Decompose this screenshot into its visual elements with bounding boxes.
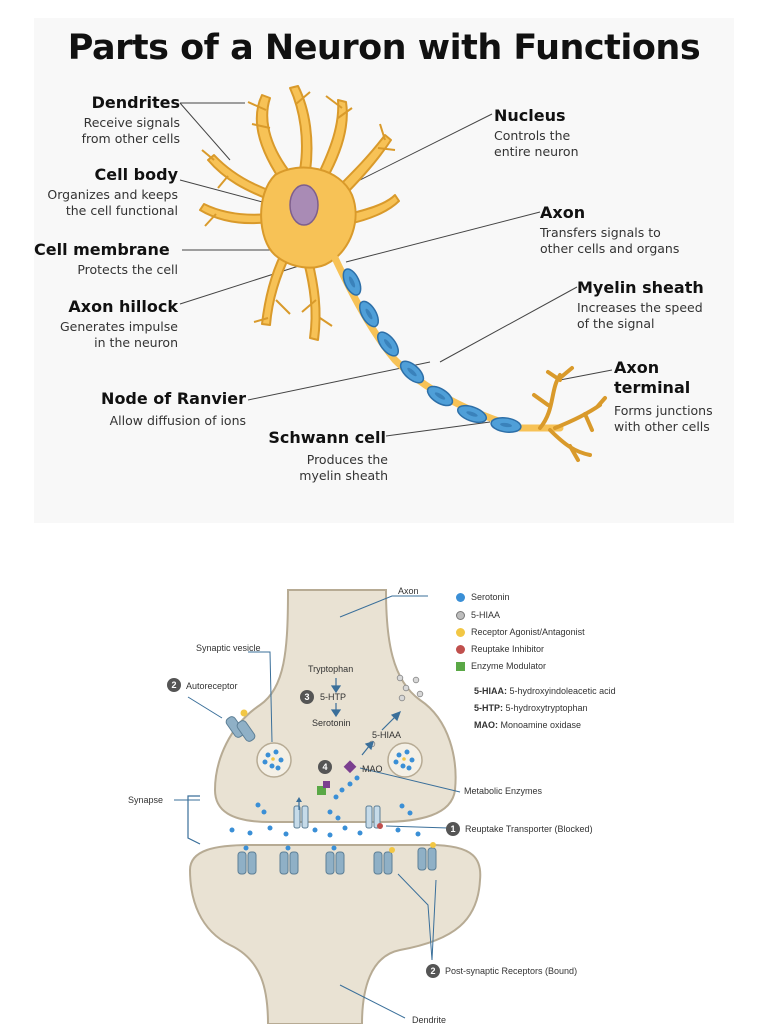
label-node-of-ranvier: Node of Ranvier	[101, 389, 246, 408]
desc-axon-hillock: Generates impulse in the neuron	[59, 319, 178, 350]
synapse-label-metabolic-enzymes: Metabolic Enzymes	[464, 786, 543, 796]
synapse-label-dendrite: Dendrite	[412, 1015, 447, 1025]
synapse-label-post-synaptic: Post-synaptic Receptors (Bound)	[445, 966, 578, 976]
synapse-label-5htp: 5-HTP	[320, 692, 347, 702]
label-axon-hillock: Axon hillock	[68, 297, 178, 316]
desc-axon-terminal: Forms junctions with other cells	[614, 403, 713, 434]
desc-schwann-cell: Produces the myelin sheath	[299, 452, 388, 483]
legend-swatch-serotonin	[456, 592, 465, 602]
abbr-5htp: 5-HTP: 5-hydroxytryptophan	[474, 703, 588, 713]
label-axon-terminal: Axon terminal	[614, 358, 691, 397]
nucleus	[289, 184, 319, 226]
legend-label-enzyme-modulator: Enzyme Modulator	[471, 661, 547, 671]
label-dendrites: Dendrites	[91, 93, 180, 112]
legend-swatch-5hiaa	[456, 610, 465, 620]
legend-serotonin: Serotonin	[456, 592, 510, 602]
synapse-label-tryptophan: Tryptophan	[308, 664, 354, 674]
synapse-label-serotonin: Serotonin	[312, 718, 351, 728]
legend-label-5hiaa: 5-HIAA	[471, 610, 501, 620]
legend-reuptake-inhibitor: Reuptake Inhibitor	[456, 644, 544, 654]
legend-swatch-agonist	[456, 627, 465, 637]
neuron-illustration	[179, 85, 613, 462]
neuron-panel	[34, 18, 734, 523]
enzyme-modulator	[317, 786, 326, 795]
label-myelin-sheath: Myelin sheath	[577, 278, 704, 297]
desc-axon: Transfers signals to other cells and org…	[540, 225, 680, 256]
autoreceptor	[225, 709, 256, 742]
badge-1-reuptake: 1	[446, 822, 460, 836]
synapse-label-autoreceptor: Autoreceptor	[186, 681, 238, 691]
presynaptic-terminal	[213, 589, 457, 823]
label-nucleus: Nucleus	[494, 106, 566, 125]
dendrite-branches	[201, 91, 396, 327]
abbr-5hiaa: 5-HIAA: 5-hydroxyindoleacetic acid	[474, 686, 616, 696]
post-synaptic-receptors	[237, 847, 437, 875]
synapse-leader-lines	[174, 595, 461, 1019]
legend-enzyme-modulator: Enzyme Modulator	[456, 661, 546, 671]
mao-enzyme	[343, 760, 357, 774]
synapse-label-vesicle: Synaptic vesicle	[196, 643, 261, 653]
synapse-label-synapse: Synapse	[128, 795, 164, 805]
synapse-label-5hiaa: 5-HIAA	[372, 730, 402, 740]
badge-2-post-synaptic: 2	[426, 964, 440, 978]
legend-label-reuptake-inhibitor: Reuptake Inhibitor	[471, 644, 545, 654]
legend-swatch-enzyme-modulator	[456, 661, 465, 671]
synaptic-vesicles	[256, 742, 423, 778]
badge-4-mao: 4	[318, 760, 332, 774]
synapse-bracket	[187, 795, 201, 845]
badge-3-5htp: 3	[300, 690, 314, 704]
axon-terminal	[532, 366, 607, 462]
desc-myelin-sheath: Increases the speed of the signal	[577, 300, 703, 331]
synapse-label-reuptake-transporter: Reuptake Transporter (Blocked)	[465, 824, 593, 834]
serotonin-molecules	[229, 775, 421, 838]
desc-cell-body: Organizes and keeps the cell functional	[47, 187, 178, 218]
synapse-label-axon: Axon	[398, 586, 419, 596]
legend-label-agonist: Receptor Agonist/Antagonist	[471, 627, 585, 637]
reuptake-transporters	[293, 805, 381, 829]
desc-dendrites: Receive signals from other cells	[81, 115, 180, 146]
legend-swatch-reuptake-inhibitor	[456, 644, 465, 654]
desc-nucleus: Controls the entire neuron	[494, 128, 579, 159]
dendrites	[199, 85, 400, 341]
synapse-label-mao: MAO	[362, 764, 383, 774]
label-axon: Axon	[540, 203, 586, 222]
legend-5hiaa: 5-HIAA	[456, 610, 500, 620]
label-schwann-cell: Schwann cell	[268, 428, 386, 447]
desc-cell-membrane: Protects the cell	[77, 262, 178, 277]
pathway-arrows	[330, 678, 402, 756]
label-cell-body: Cell body	[94, 165, 178, 184]
postsynaptic-dendrite	[188, 844, 482, 1024]
desc-node-of-ranvier: Allow diffusion of ions	[109, 413, 246, 428]
label-cell-membrane: Cell membrane	[34, 240, 170, 259]
legend-label-serotonin: Serotonin	[471, 592, 510, 602]
abbr-mao: MAO: Monoamine oxidase	[474, 720, 582, 730]
neuron-title: Parts of a Neuron with Functions	[67, 28, 701, 68]
badge-2-autoreceptor: 2	[167, 678, 181, 692]
legend-agonist: Receptor Agonist/Antagonist	[456, 627, 585, 637]
